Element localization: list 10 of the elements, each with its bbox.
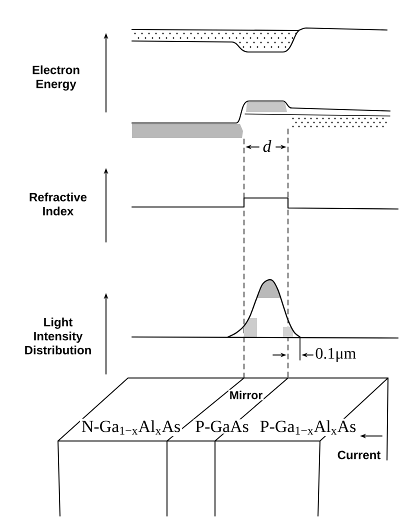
layer-label: P-Ga$_{1−x}$Al$_{x}$As <box>258 418 358 436</box>
layer-label: P-GaAs <box>194 419 250 434</box>
mirror-label: Mirror <box>228 390 264 400</box>
axis-label: Light Intensity Distribution <box>25 318 91 354</box>
layer-label: N-Ga$_{1−x}$Al$_{x}$As <box>80 418 182 436</box>
dimension-label: 0.1μm <box>316 348 356 362</box>
dimension-label: d <box>263 140 272 152</box>
axis-label: Refractive Index <box>30 192 87 216</box>
current-label: Current <box>338 450 380 460</box>
axis-label: Electron Energy <box>32 65 80 91</box>
